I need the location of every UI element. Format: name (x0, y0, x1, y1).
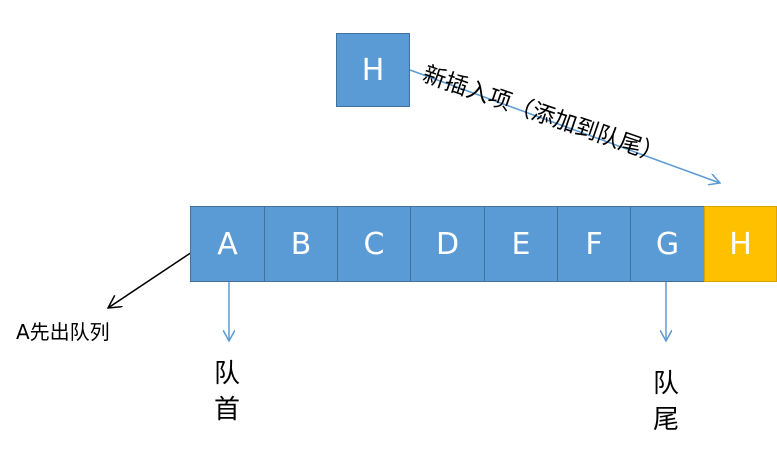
new-item-letter: H (361, 52, 385, 88)
new-item-box: H (336, 33, 410, 107)
insert-arrow (409, 69, 720, 183)
dequeue-arrow (108, 251, 193, 308)
queue-item: B (264, 206, 338, 282)
queue-item-letter: C (363, 226, 385, 262)
queue-item-letter: F (585, 226, 603, 262)
queue-item: F (557, 206, 631, 282)
queue-item: E (484, 206, 558, 282)
queue-tail-char: 队 (652, 369, 679, 399)
dequeue-label: A先出队列 (16, 320, 110, 344)
appended-item-letter: H (729, 226, 752, 262)
queue-item: A (190, 206, 265, 282)
queue-head-label: 队 首 (212, 356, 242, 428)
appended-queue-item: H (704, 206, 777, 282)
queue-item: C (337, 206, 411, 282)
queue-item: G (630, 206, 705, 282)
queue-tail-label: 队 尾 (651, 366, 681, 438)
queue-item-letter: D (435, 226, 460, 262)
queue-head-char: 首 (213, 395, 240, 425)
queue-item-letter: E (511, 226, 531, 262)
queue-tail-char: 尾 (652, 405, 679, 435)
queue-item-letter: B (290, 226, 312, 262)
queue-item-letter: G (655, 226, 680, 262)
queue-item-letter: A (217, 226, 238, 262)
queue-head-char: 队 (213, 359, 240, 389)
queue-item: D (410, 206, 485, 282)
